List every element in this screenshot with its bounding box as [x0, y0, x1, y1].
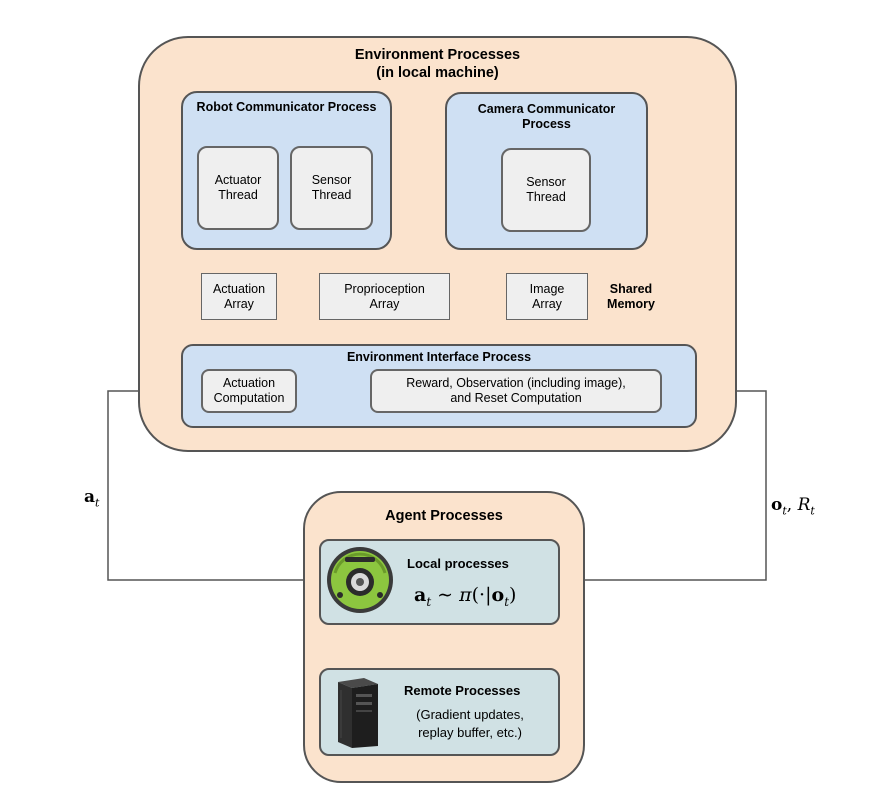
shared-memory-label: Shared Memory — [607, 282, 655, 311]
robot-sensor-thread: Sensor Thread — [290, 146, 373, 230]
reward-observation-reset-computation: Reward, Observation (including image), a… — [370, 369, 662, 413]
environment-title: Environment Processes (in local machine) — [354, 47, 521, 81]
agent-title: Agent Processes — [385, 508, 503, 524]
interface-process-title: Environment Interface Process — [346, 350, 532, 364]
action-edge-label: at — [84, 487, 100, 510]
camera-process-title: Camera Communicator Process — [477, 102, 616, 131]
remote-processes-description: (Gradient updates, replay buffer, etc.) — [416, 707, 524, 740]
local-processes-title: Local processes — [407, 556, 509, 571]
camera-sensor-thread: Sensor Thread — [501, 148, 591, 232]
robot-vacuum-icon — [325, 545, 395, 615]
workstation-tower-icon — [332, 676, 382, 750]
policy-formula: at ∼ π(·|ot) — [414, 584, 517, 609]
remote-processes-title: Remote Processes — [404, 683, 521, 698]
actuator-thread: Actuator Thread — [197, 146, 279, 230]
actuation-array: Actuation Array — [201, 273, 277, 320]
proprioception-array: Proprioception Array — [319, 273, 450, 320]
actuation-computation: Actuation Computation — [201, 369, 297, 413]
image-array: Image Array — [506, 273, 588, 320]
robot-process-title: Robot Communicator Process — [196, 100, 377, 114]
observation-edge-label: ot, Rt — [771, 495, 815, 518]
